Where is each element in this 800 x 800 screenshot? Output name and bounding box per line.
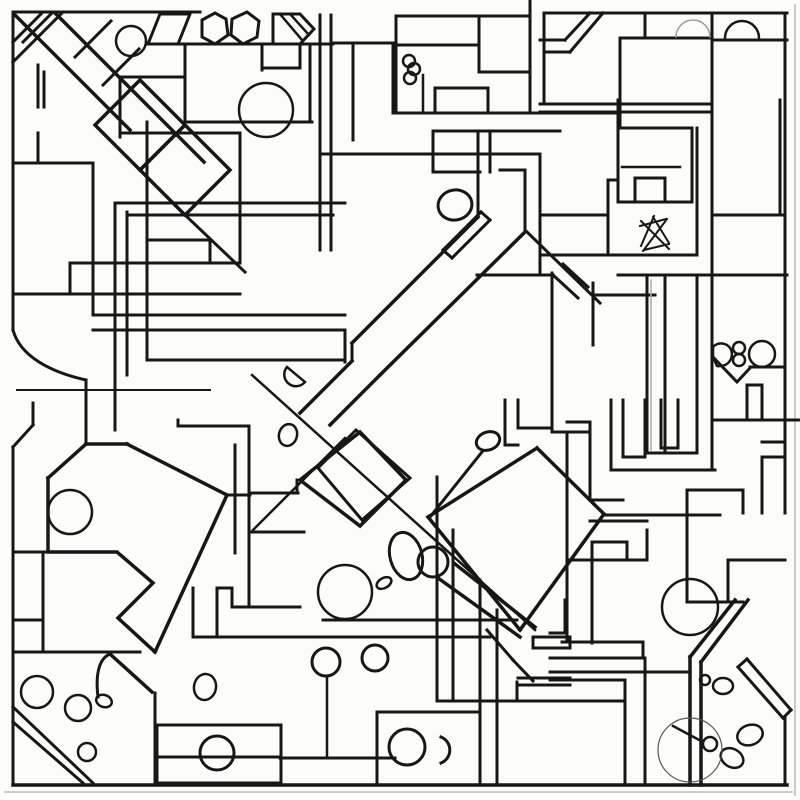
br-corridor-diag bbox=[698, 597, 751, 665]
circle-bottom-right bbox=[660, 577, 720, 637]
lollipop-stick bbox=[427, 449, 485, 520]
diamond-chain bbox=[137, 122, 233, 218]
hatch-line bbox=[278, 12, 304, 42]
rect-circle bbox=[387, 727, 427, 767]
ribbon-edge bbox=[52, 10, 207, 165]
arc-bump bbox=[675, 19, 711, 38]
tl-diag bbox=[567, 10, 606, 55]
diamond-chain bbox=[92, 77, 188, 173]
long-thin-diag bbox=[251, 436, 347, 532]
br-corridor-diag bbox=[687, 597, 738, 660]
long-thin-diag bbox=[250, 373, 537, 632]
circle-bottom-left bbox=[76, 741, 98, 763]
circle-top-left bbox=[114, 24, 148, 58]
diag-bar-cap bbox=[735, 656, 750, 670]
top-hatched-parallelogram bbox=[271, 12, 317, 46]
check-shape bbox=[710, 354, 753, 385]
blob-circle bbox=[701, 735, 719, 753]
corridor-diag-edge bbox=[297, 358, 355, 416]
blob-circle bbox=[747, 339, 777, 369]
double-diag bbox=[10, 719, 86, 786]
diag-line bbox=[524, 229, 603, 306]
lollipop-stick bbox=[671, 724, 705, 744]
big-diamond-edge bbox=[425, 445, 540, 520]
lollipop-circle bbox=[310, 646, 342, 678]
diag-line bbox=[550, 272, 581, 301]
left-curve bbox=[11, 328, 88, 382]
quarter-blob bbox=[711, 342, 734, 368]
egg-blob bbox=[474, 430, 502, 452]
big-diamond-edge bbox=[517, 511, 607, 633]
corridor-diag bbox=[452, 561, 538, 630]
rect-circle bbox=[198, 734, 236, 772]
sleeve-cap bbox=[478, 209, 493, 223]
tl-diag bbox=[562, 10, 593, 43]
circle-bottom-mid bbox=[360, 643, 390, 673]
c-arc bbox=[439, 735, 452, 765]
pac-blob bbox=[283, 365, 307, 388]
diag-bar bbox=[735, 664, 786, 721]
circle-bottom-left bbox=[63, 693, 93, 723]
rect-a bbox=[616, 126, 694, 204]
pentagon-edge bbox=[45, 441, 89, 481]
small-circle-cluster bbox=[402, 70, 418, 86]
blob-ellipse bbox=[711, 676, 735, 696]
pentagon-edge bbox=[152, 492, 230, 655]
top-hex-blob bbox=[229, 10, 261, 46]
sleeve-diag bbox=[440, 209, 484, 253]
double-diag bbox=[10, 704, 96, 786]
corner-diag bbox=[10, 422, 36, 450]
ribbon-rung bbox=[72, 18, 114, 60]
leaf-blob bbox=[375, 575, 393, 591]
bottom-rect bbox=[375, 710, 482, 787]
pentagon-edge bbox=[124, 441, 230, 498]
top-hex-blob bbox=[200, 11, 230, 46]
sleeve-cap bbox=[440, 247, 455, 261]
blob-circle bbox=[731, 340, 747, 356]
egg-blob bbox=[192, 672, 218, 702]
diag-line bbox=[484, 627, 516, 663]
circle-mid-bottom bbox=[316, 563, 374, 621]
cluster-diamond bbox=[297, 429, 409, 529]
x-scribble bbox=[638, 214, 671, 253]
egg-blob bbox=[277, 422, 299, 448]
big-diamond-edge bbox=[534, 445, 607, 517]
blob-circle bbox=[731, 352, 747, 368]
big-diamond-edge bbox=[425, 514, 523, 633]
top-parallelogram bbox=[145, 12, 193, 46]
corridor-ellipse bbox=[436, 188, 474, 222]
circle-left bbox=[46, 488, 94, 536]
zigzag-shape bbox=[46, 476, 158, 655]
corridor-diag-edge bbox=[327, 372, 383, 428]
blob-ellipse bbox=[736, 723, 764, 747]
bottom-left-rect bbox=[155, 723, 283, 785]
circle-bottom-left bbox=[19, 674, 55, 710]
corridor-diag-edge bbox=[377, 229, 528, 378]
rect-a-inner-rect bbox=[633, 176, 667, 204]
sleeve-diag bbox=[449, 217, 493, 261]
peanut-blob bbox=[387, 530, 425, 582]
hook-diag bbox=[107, 651, 155, 695]
diag-bar bbox=[744, 656, 794, 713]
flower-circle bbox=[416, 545, 450, 579]
hook-loop bbox=[94, 693, 114, 709]
blob-circle bbox=[698, 673, 712, 687]
hatch-line bbox=[288, 12, 311, 37]
corner-hatch bbox=[20, 10, 55, 45]
faint-circle bbox=[657, 717, 723, 783]
small-rect bbox=[531, 635, 572, 650]
circle-upper-mid bbox=[237, 81, 295, 139]
hook-curve bbox=[95, 652, 112, 699]
arc-bump bbox=[723, 19, 761, 40]
cluster-diamond bbox=[315, 427, 413, 523]
column-rect bbox=[645, 273, 699, 455]
diag-line bbox=[560, 261, 591, 290]
